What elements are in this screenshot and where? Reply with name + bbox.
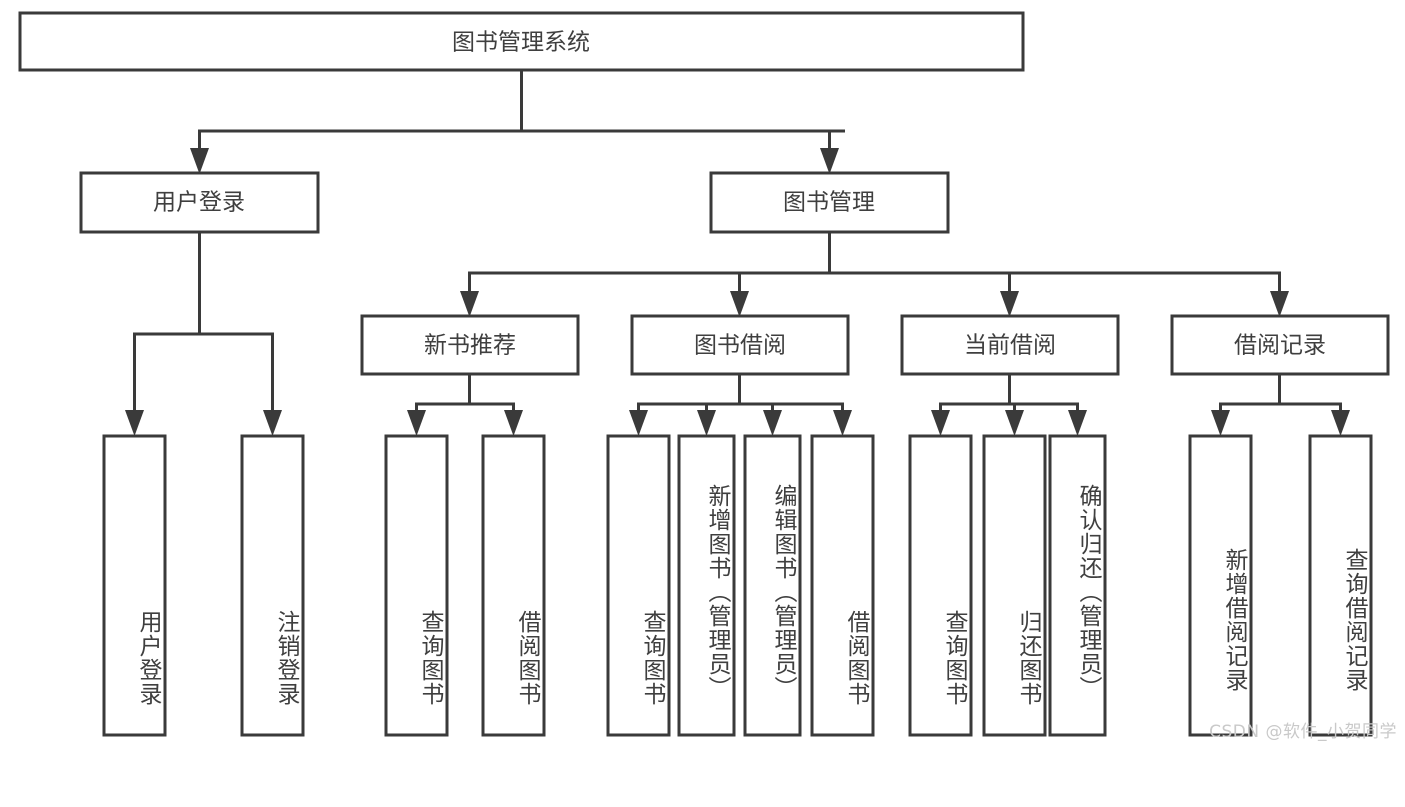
arrow-head-leaf-edit-book (763, 410, 782, 436)
node-root-box[interactable] (18, 11, 1025, 72)
arrow-head-user-login (190, 148, 209, 174)
node-borrow-record[interactable]: 借阅记录 (1170, 314, 1390, 376)
node-book-manage-box[interactable] (709, 171, 950, 234)
arrow-head-leaf-query-book-3 (931, 410, 950, 436)
arrow-head-leaf-query-record (1331, 410, 1350, 436)
node-book-borrow-box[interactable] (630, 314, 850, 376)
node-leaf-return-book-box[interactable] (982, 434, 1047, 737)
node-current-borrow[interactable]: 当前借阅 (900, 314, 1120, 376)
node-root[interactable]: 图书管理系统 (18, 11, 1025, 72)
node-leaf-add-record-box[interactable] (1188, 434, 1253, 737)
node-new-book-rec[interactable]: 新书推荐 (360, 314, 580, 376)
node-user-login-box[interactable] (79, 171, 320, 234)
flowchart-svg: 图书管理系统 用户登录 图书管理 新书推荐 图书借阅 当前借阅 借阅记录 (18, 11, 1390, 737)
node-user-login[interactable]: 用户登录 (79, 171, 320, 234)
arrow-head-book-borrow (730, 291, 749, 317)
connector-group-current-borrow (931, 372, 1087, 436)
arrow-head-borrow-record (1270, 291, 1289, 317)
connector-group-book-borrow (629, 372, 852, 436)
arrow-head-leaf-logout (263, 410, 282, 436)
node-leaf-query-book-2-box[interactable] (606, 434, 671, 737)
node-leaf-edit-book-box[interactable] (743, 434, 802, 737)
arrow-head-leaf-add-record (1211, 410, 1230, 436)
node-user-login-label: 用户登录 (153, 190, 245, 216)
arrow-head-current-borrow (1000, 291, 1019, 317)
node-book-borrow-label: 图书借阅 (694, 333, 786, 359)
arrow-head-leaf-return-book (1005, 410, 1024, 436)
node-leaf-borrow-book-2-box[interactable] (810, 434, 875, 737)
arrow-head-leaf-add-book (697, 410, 716, 436)
node-borrow-record-box[interactable] (1170, 314, 1390, 376)
node-leaf-add-book-box[interactable] (677, 434, 736, 737)
arrow-head-leaf-query-book-2 (629, 410, 648, 436)
leaf-boxes-group (102, 434, 1373, 737)
connector-group-user-login (125, 230, 282, 436)
arrow-head-leaf-borrow-book-2 (833, 410, 852, 436)
arrow-head-leaf-query-book-1 (407, 410, 426, 436)
connector-group-root (190, 68, 845, 174)
node-leaf-confirm-return-box[interactable] (1048, 434, 1107, 737)
node-leaf-borrow-book-1-box[interactable] (481, 434, 546, 737)
arrow-head-leaf-user-login (125, 410, 144, 436)
connector-group-new-book-rec (407, 372, 523, 436)
node-current-borrow-label: 当前借阅 (964, 333, 1056, 359)
arrow-head-book-manage (820, 148, 839, 174)
node-leaf-query-book-3-box[interactable] (908, 434, 973, 737)
node-new-book-rec-box[interactable] (360, 314, 580, 376)
flowchart-diagram: 图书管理系统 用户登录 图书管理 新书推荐 图书借阅 当前借阅 借阅记录 (18, 11, 1397, 742)
arrow-head-leaf-borrow-book-1 (504, 410, 523, 436)
node-book-manage-label: 图书管理 (783, 190, 875, 216)
connector-group-book-manage (460, 230, 1289, 317)
node-book-manage[interactable]: 图书管理 (709, 171, 950, 234)
node-leaf-user-login-box[interactable] (102, 434, 167, 737)
csdn-watermark: CSDN @软件_小贺同学 (1209, 722, 1397, 742)
node-root-label: 图书管理系统 (452, 30, 590, 56)
node-current-borrow-box[interactable] (900, 314, 1120, 376)
node-book-borrow[interactable]: 图书借阅 (630, 314, 850, 376)
node-leaf-logout-box[interactable] (240, 434, 305, 737)
node-leaf-query-book-1-box[interactable] (384, 434, 449, 737)
node-leaf-query-record-box[interactable] (1308, 434, 1373, 737)
arrow-head-new-book-rec (460, 291, 479, 317)
node-borrow-record-label: 借阅记录 (1234, 333, 1326, 359)
node-new-book-rec-label: 新书推荐 (424, 333, 516, 359)
connector-group-borrow-record (1211, 372, 1350, 436)
arrow-head-leaf-confirm-return (1068, 410, 1087, 436)
